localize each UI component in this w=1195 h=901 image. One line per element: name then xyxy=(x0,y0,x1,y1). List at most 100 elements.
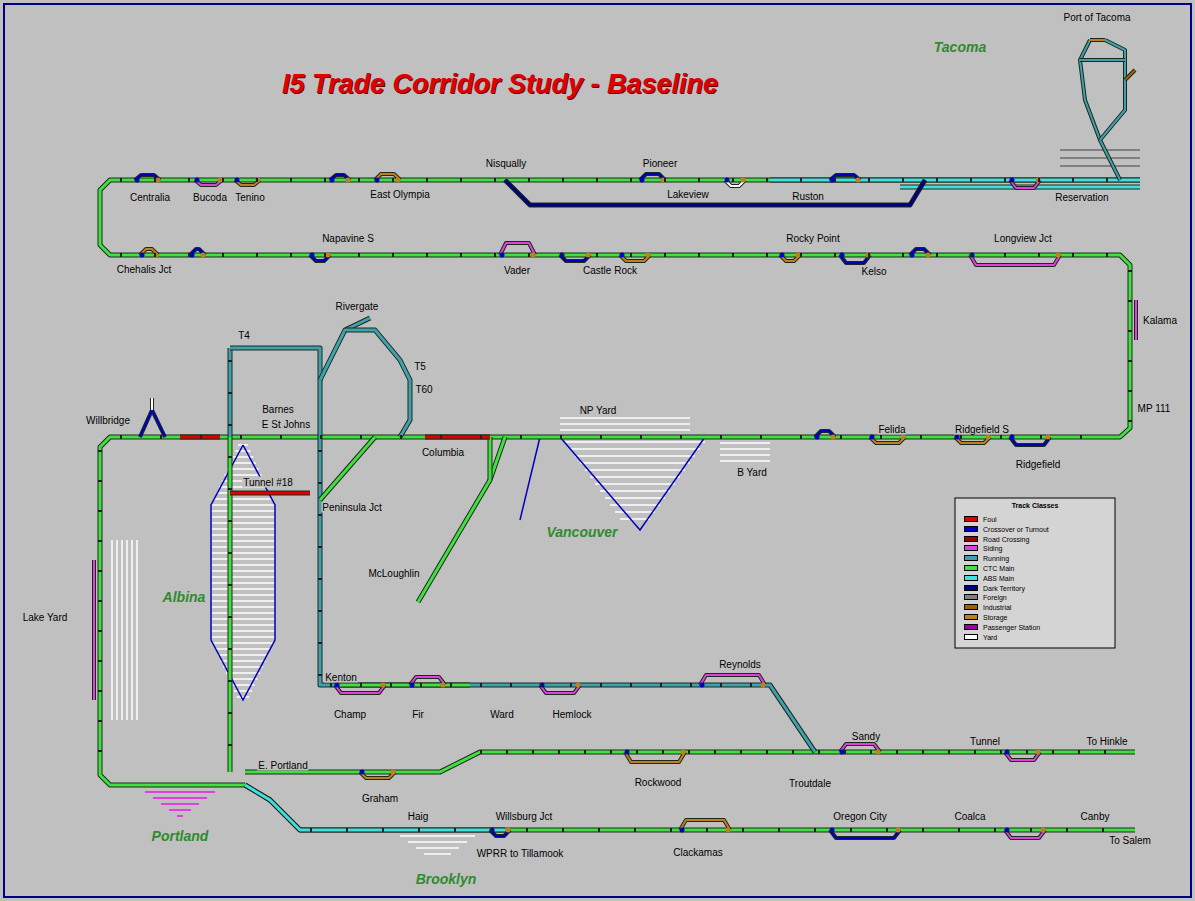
signal-mark xyxy=(902,178,904,182)
signal-mark xyxy=(1004,253,1006,257)
signal-mark xyxy=(324,253,326,257)
signal-mark xyxy=(494,178,496,182)
signal-mark xyxy=(98,690,102,692)
signal-mark xyxy=(450,683,452,687)
yard-track xyxy=(615,511,655,513)
running-track xyxy=(320,437,815,752)
station-label: B Yard xyxy=(736,467,768,478)
station-label: Tunnel #18 xyxy=(242,477,294,488)
signal-mark xyxy=(720,435,722,439)
signal-mark xyxy=(360,683,362,687)
abs-main xyxy=(245,785,505,830)
signal-mark xyxy=(902,253,904,257)
signal-mark xyxy=(732,253,734,257)
track-outline xyxy=(1010,437,1050,445)
signal-mark xyxy=(188,253,190,257)
ctc-main xyxy=(320,437,375,500)
turnout-mark xyxy=(986,435,991,440)
signal-mark xyxy=(528,178,530,182)
track-outline xyxy=(1134,300,1138,340)
signal-mark xyxy=(228,712,232,714)
signal-mark xyxy=(562,253,564,257)
signal-mark xyxy=(680,435,682,439)
legend-text: Running xyxy=(983,554,1009,563)
station-label: Felida xyxy=(877,424,906,435)
turnout-mark xyxy=(840,253,845,258)
track-outline xyxy=(335,683,470,688)
turnout-mark xyxy=(586,253,591,258)
yard-track xyxy=(111,540,113,720)
yard-track xyxy=(169,809,191,811)
signal-mark xyxy=(1102,828,1104,832)
signal-mark xyxy=(318,578,322,580)
track-outline xyxy=(92,560,96,700)
yard-track xyxy=(214,498,273,500)
yard-track xyxy=(126,540,128,720)
yard-track xyxy=(116,540,118,720)
signal-mark xyxy=(688,750,690,754)
region-label: Vancouver xyxy=(544,524,619,540)
signal-mark xyxy=(98,750,102,752)
yard-track xyxy=(605,497,665,499)
legend-swatch xyxy=(964,516,978,522)
signal-mark xyxy=(766,178,768,182)
signal-mark xyxy=(800,178,802,182)
yard-track xyxy=(211,636,275,638)
foul-track xyxy=(230,492,310,495)
signal-mark xyxy=(390,683,392,687)
yard-track xyxy=(575,455,695,457)
foul-track xyxy=(425,436,490,439)
track-outline xyxy=(1010,180,1040,188)
station-label: To Salem xyxy=(1108,835,1152,846)
siding-track xyxy=(1010,180,1040,188)
signal-mark xyxy=(922,828,924,832)
signal-mark xyxy=(698,253,700,257)
signal-mark xyxy=(698,178,700,182)
signal-mark xyxy=(800,253,802,257)
ctc-main xyxy=(245,752,1135,772)
dark-territory xyxy=(505,180,925,205)
track-outline xyxy=(418,437,505,602)
track-outline xyxy=(680,820,730,830)
track-outline xyxy=(425,435,490,440)
signal-mark xyxy=(960,435,962,439)
storage-track xyxy=(1090,39,1105,41)
signal-mark xyxy=(974,750,976,754)
signal-mark xyxy=(634,828,636,832)
signal-mark xyxy=(532,750,534,754)
track-group xyxy=(94,40,1140,854)
yard-track xyxy=(211,582,275,584)
signal-mark xyxy=(868,178,870,182)
track-outline xyxy=(1100,40,1125,140)
signal-mark xyxy=(1106,253,1108,257)
turnout-mark xyxy=(396,178,401,183)
signal-mark xyxy=(896,750,898,754)
turnout-mark xyxy=(1036,750,1041,755)
station-label: Tunnel xyxy=(969,736,1001,747)
legend-swatch xyxy=(964,624,978,630)
turnout-mark xyxy=(391,770,396,775)
track-outline xyxy=(970,255,1060,265)
turnout-mark xyxy=(1005,828,1010,833)
legend-text: CTC Main xyxy=(983,564,1015,573)
signal-mark xyxy=(1038,253,1040,257)
signal-mark xyxy=(460,253,462,257)
yard-track xyxy=(211,588,275,590)
station-label: Lake Yard xyxy=(22,612,69,623)
signal-mark xyxy=(228,680,232,682)
signal-mark xyxy=(1030,828,1032,832)
map-title: I5 Trade Corridor Study - Baseline xyxy=(282,68,718,100)
turnout-mark xyxy=(531,253,536,258)
turnout-mark xyxy=(926,253,931,258)
signal-mark xyxy=(330,683,332,687)
yard-track xyxy=(211,612,275,614)
track-outline xyxy=(245,785,505,830)
running-track xyxy=(1100,40,1125,140)
station-label: East Olympia xyxy=(369,189,430,200)
yard-track xyxy=(520,437,540,520)
abs-main xyxy=(770,179,1140,182)
turnout-mark xyxy=(235,178,240,183)
yard-track xyxy=(211,630,275,632)
signal-mark xyxy=(228,520,232,522)
signal-mark xyxy=(598,828,600,832)
